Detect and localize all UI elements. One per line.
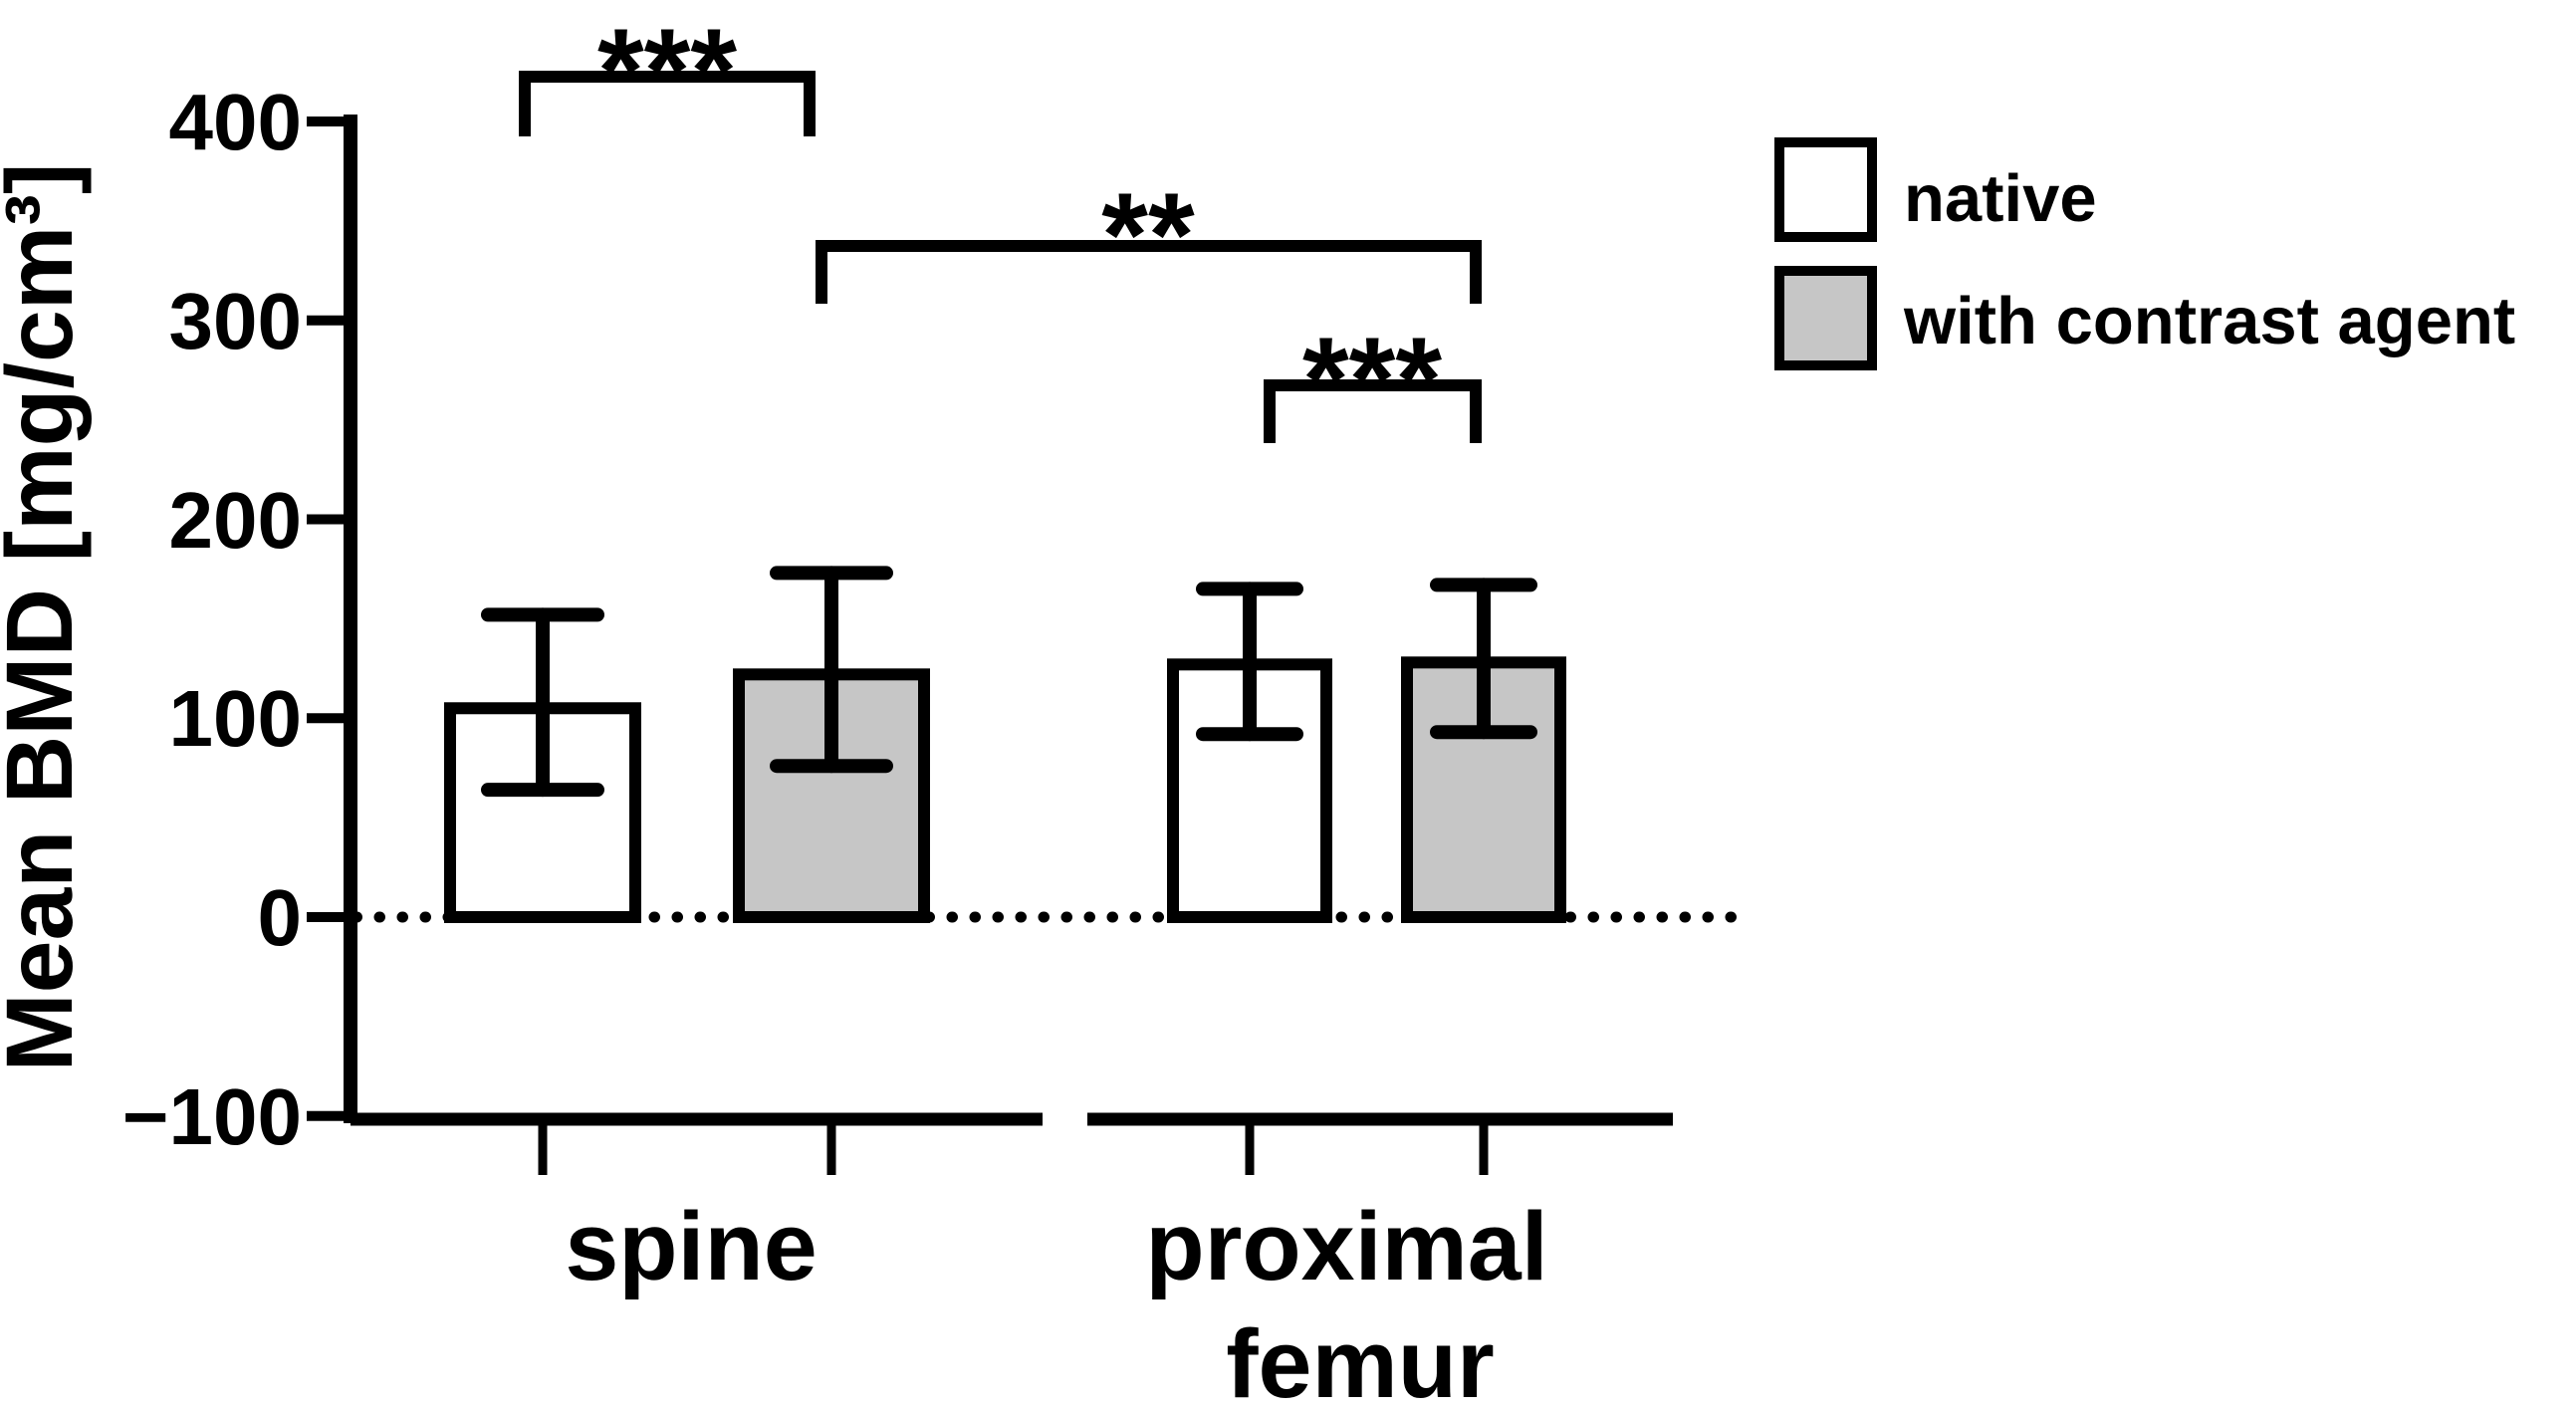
- y-tick-label-neg100: −100: [122, 1072, 302, 1161]
- error-bar-proximal-femur-with-contrast-agent: [1430, 578, 1537, 740]
- x-group-label-femur: femur: [1226, 1309, 1495, 1410]
- y-tick-label-300: 300: [169, 277, 302, 365]
- legend-swatch-native: [1774, 137, 1877, 242]
- y-tick-label-0: 0: [258, 873, 303, 962]
- x-group-label-proximal: proximal: [1145, 1192, 1547, 1300]
- error-bar-proximal-femur-native: [1196, 582, 1303, 742]
- y-ticks: [307, 117, 351, 1121]
- legend: native with contrast agent: [1774, 137, 2515, 370]
- sig-label-femur: ***: [1302, 313, 1442, 446]
- sig-label-spine-vs-femur: **: [1101, 168, 1195, 302]
- error-bar-spine-native: [481, 607, 604, 798]
- legend-label-with-contrast-agent: with contrast agent: [1903, 284, 2515, 358]
- sig-bracket-spine: [519, 71, 816, 136]
- x-axis: spine proximal femur: [351, 1112, 1673, 1410]
- significance-brackets: *** ** ***: [519, 4, 1482, 446]
- x-group-label-spine: spine: [565, 1192, 817, 1300]
- y-tick-label-100: 100: [169, 674, 302, 763]
- bars-layer: [444, 566, 1566, 924]
- y-axis: 400 300 200 100 0 −100 Mean BMD [mg/cm³]: [0, 78, 357, 1161]
- error-bar-spine-with-contrast-agent: [770, 566, 893, 774]
- y-axis-title: Mean BMD [mg/cm³]: [0, 162, 93, 1071]
- sig-label-spine: ***: [597, 4, 737, 137]
- sig-bracket-femur: [1264, 379, 1482, 443]
- sig-bracket-spine-vs-femur: [816, 240, 1482, 304]
- legend-label-native: native: [1904, 161, 2097, 236]
- y-tick-label-400: 400: [169, 78, 302, 166]
- legend-swatch-with-contrast-agent: [1774, 266, 1877, 370]
- y-tick-label-200: 200: [169, 476, 302, 565]
- x-ticks: [538, 1119, 1489, 1175]
- x-group-label-proximal-femur: proximal femur: [1145, 1192, 1574, 1410]
